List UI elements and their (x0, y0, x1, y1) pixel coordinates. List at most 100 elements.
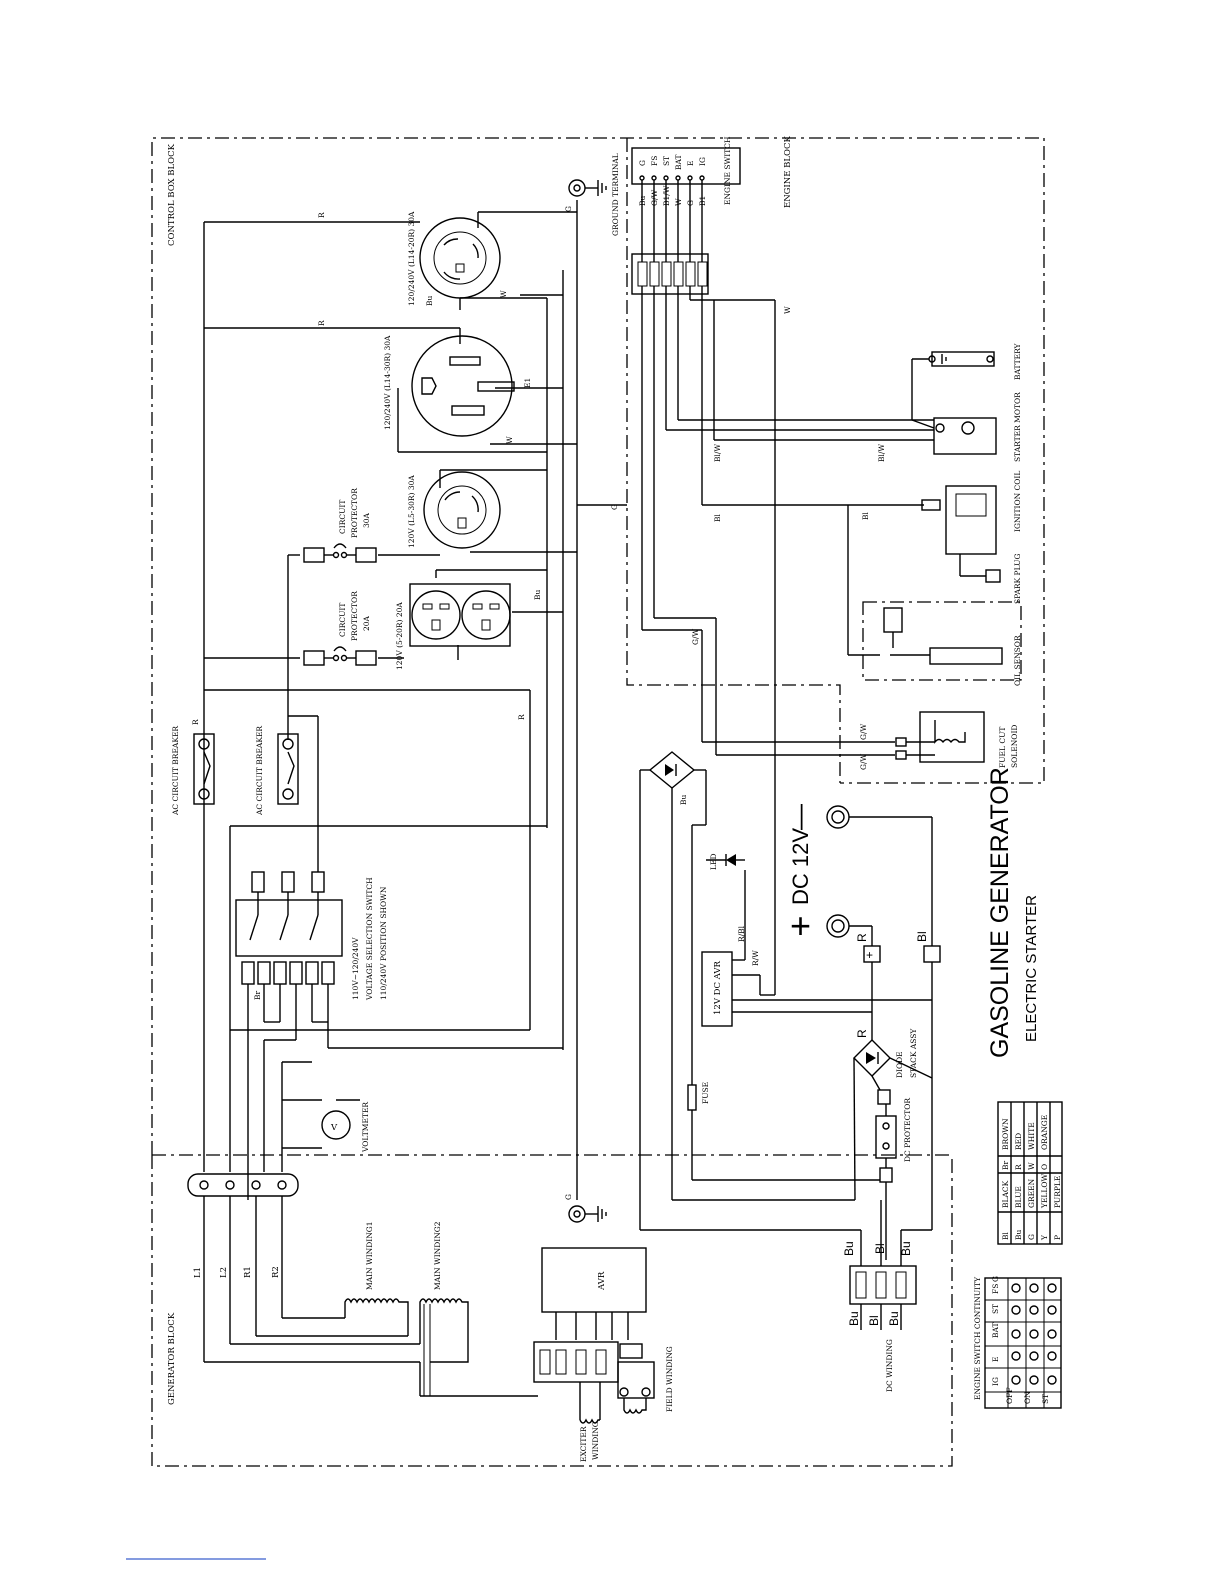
generator-terminal-strip (187, 1173, 420, 1363)
generator-block-label: GENERATOR BLOCK (167, 1312, 177, 1405)
fuel-cut-solenoid (702, 711, 985, 763)
legend-cell: Br (1001, 1160, 1010, 1170)
legend-cell: BROWN (1001, 1118, 1010, 1150)
tag-w-3: W (783, 306, 792, 314)
engine-switch-label: ENGINE SWITCH (723, 136, 732, 205)
tag-r-1: R (317, 212, 326, 218)
svg-text:V: V (330, 1123, 338, 1133)
tag-g-2: G (610, 504, 619, 510)
vs-line2: VOLTAGE SELECTION SWITCH (365, 877, 374, 1001)
continuity-row-label: ON (1023, 1391, 1032, 1404)
field-connector (617, 1343, 655, 1414)
circuit-protector-20a (303, 646, 377, 666)
voltage-selection-switch (230, 871, 563, 1200)
continuity-node (1029, 1329, 1039, 1339)
main-winding-1 (344, 1298, 409, 1336)
continuity-title: ENGINE SWITCH CONTINUITY (973, 1276, 982, 1400)
cp30-line3: 30A (362, 512, 371, 528)
dc-bl-label: Bl (915, 931, 929, 942)
l14-30r-label: 120/240V (L14-30R) 30A (383, 335, 392, 430)
continuity-node (1029, 1375, 1039, 1385)
ignition-coil (702, 485, 1001, 583)
tag-w-2: W (505, 436, 514, 444)
dc-output-terminals (826, 805, 941, 1078)
legend-cell: Bu (1014, 1229, 1023, 1240)
exciter-line2: WINDING (591, 1421, 600, 1460)
tag-r-4: R (191, 719, 200, 725)
spark-plug-label: SPARK PLUG (1013, 554, 1022, 604)
dc-winding-connector (640, 1078, 933, 1330)
tag-rbl: R/Bl (737, 925, 746, 942)
continuity-node (1047, 1305, 1057, 1315)
legend-cell: G (1027, 1234, 1036, 1240)
es-wire-gw: G/W (650, 189, 659, 206)
lead-l1: L1 (193, 1267, 203, 1278)
continuity-node (1047, 1375, 1057, 1385)
ground-terminal-top (568, 179, 607, 197)
engine-switch (631, 147, 776, 995)
continuity-node (1029, 1283, 1039, 1293)
battery (911, 351, 995, 420)
receptacle-l14-20r (419, 217, 501, 299)
dc-r-label: R (855, 933, 869, 942)
tag-rw: R/W (751, 950, 760, 966)
tag-bl-2: Bl (861, 511, 870, 520)
dc-winding-label: DC WINDING (885, 1339, 894, 1392)
main-bus-wires (203, 200, 578, 1200)
legend-cell: GREEN (1027, 1178, 1036, 1208)
dcw-bu-bot2: Bu (887, 1311, 901, 1326)
legend-cell: O (1040, 1164, 1049, 1170)
dc-minus-sign: — (784, 804, 814, 830)
ac-breaker-2 (277, 733, 299, 805)
legend-cell: P (1053, 1235, 1062, 1240)
lead-r1: R1 (243, 1266, 253, 1278)
tag-bu-3: Bu (679, 794, 688, 805)
tag-g-1: G (564, 206, 573, 212)
legend-cell: W (1027, 1162, 1036, 1170)
es-term-st: ST (662, 156, 671, 166)
field-winding-label: FIELD WINDING (665, 1346, 674, 1412)
continuity-table (984, 1277, 1062, 1409)
l5-30r-label: 120V (L5-30R) 30A (407, 475, 416, 548)
continuity-node (1029, 1351, 1039, 1361)
5-20r-label: 120V (5-20R) 20A (395, 602, 404, 670)
dcw-bl-bot: Bl (867, 1315, 881, 1326)
tag-r-3: R (517, 714, 526, 720)
continuity-node (1047, 1283, 1057, 1293)
dc-plus-sign: + (790, 905, 811, 946)
cp20-line1: CIRCUIT (338, 603, 347, 637)
continuity-col-label: FS (991, 1284, 1000, 1294)
wire-tags: R R R R G G G W W W Bu Bu Bu Br G/W G/W … (191, 206, 886, 1200)
cp20-line3: 20A (362, 615, 371, 631)
receptacle-l14-30r (411, 335, 515, 437)
continuity-node (1011, 1329, 1021, 1339)
engine-block-label: ENGINE BLOCK (783, 136, 793, 208)
tag-g-3: G (564, 1194, 573, 1200)
tag-br: Br (253, 990, 262, 1000)
control-box-label: CONTROL BOX BLOCK (167, 143, 177, 246)
battery-label: BATTERY (1013, 342, 1022, 380)
exciter-connector (533, 1341, 619, 1424)
vs-line3: 110/240V POSITION SHOWN (379, 886, 388, 1000)
tag-w-1: W (499, 290, 508, 298)
es-term-g: G (638, 160, 647, 166)
oil-sensor-label: OIL SENSOR (1013, 635, 1022, 686)
continuity-node (1047, 1329, 1057, 1339)
starter-motor (666, 300, 997, 455)
continuity-row-label: ST (1041, 1394, 1050, 1404)
l14-20r-label: 120/240V (L14-20R) 30A (407, 211, 416, 306)
tag-blw-1: Bl/W (713, 444, 722, 462)
oil-sensor (847, 505, 1003, 665)
legend-cell: YELLOW (1040, 1173, 1049, 1209)
continuity-col-label: ST (991, 1304, 1000, 1314)
led (706, 854, 745, 866)
legend-cell: BLUE (1014, 1186, 1023, 1208)
avr-label: AVR (597, 1271, 607, 1291)
ground-terminal-bottom (568, 1205, 607, 1223)
receptacle-5-20r (409, 583, 511, 647)
main-winding-1-label: MAIN WINDING1 (365, 1221, 374, 1290)
continuity-col-label: BAT (991, 1322, 1000, 1338)
continuity-node (1011, 1375, 1021, 1385)
es-term-e: E (686, 161, 695, 166)
